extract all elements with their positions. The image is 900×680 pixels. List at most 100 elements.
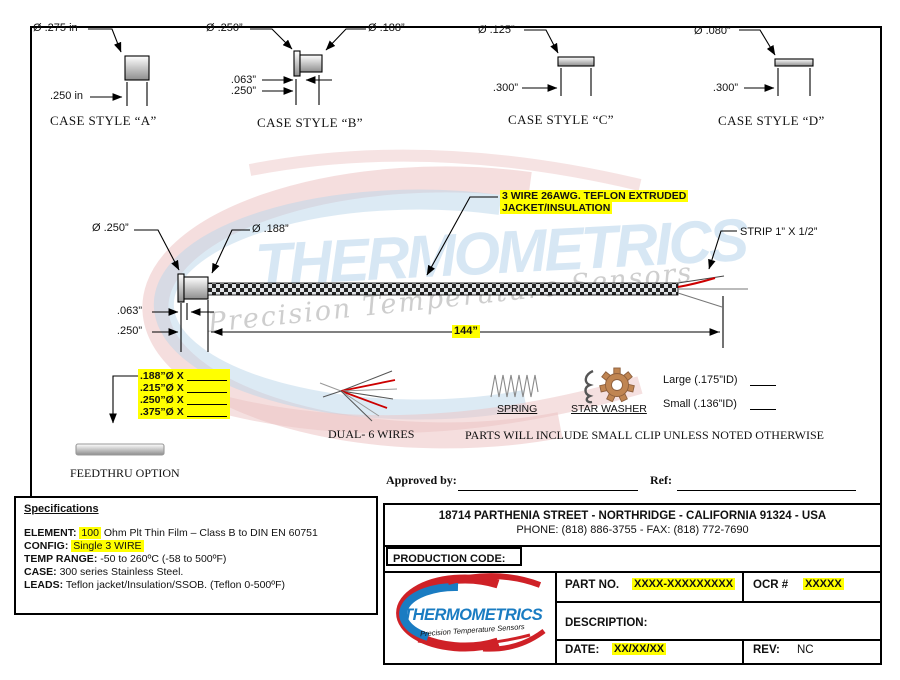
case-b-dia2-label: Ø .188” (368, 22, 405, 34)
dual-wires-label: DUAL- 6 WIRES (328, 427, 415, 441)
ocr-value: XXXXX (803, 578, 844, 590)
feedthru-blank (186, 404, 227, 405)
case-a-len-label: .250 in (50, 90, 84, 102)
case-c-dia-label: Ø .125” (478, 24, 515, 36)
approved-by-label: Approved by: (386, 473, 457, 487)
case-a-caption: CASE STYLE “A” (50, 113, 157, 128)
spec-case-value: 300 series Stainless Steel. (59, 566, 184, 578)
clip-note: PARTS WILL INCLUDE SMALL CLIP UNLESS NOT… (465, 428, 824, 442)
main-dim2-label: .250” (116, 325, 142, 337)
feedthru-option-row: .188”Ø X (140, 370, 228, 382)
main-probe-drawing (134, 196, 748, 352)
case-d-caption: CASE STYLE “D” (718, 113, 825, 128)
large-id-label: Large (.175”ID) (663, 374, 738, 386)
date-label: DATE: (565, 644, 600, 656)
production-code-row: PRODUCTION CODE: (385, 545, 880, 573)
frame-top-border (30, 26, 882, 28)
braided-cable (207, 282, 679, 296)
case-a-drawing (88, 28, 150, 106)
star-washer-label: STAR WASHER (571, 403, 647, 415)
spec-leads-label: LEADS: (24, 579, 64, 591)
feedthru-blank (186, 416, 227, 417)
spec-leads-row: LEADS: Teflon jacket/Insulation/SSOB. (T… (24, 579, 285, 591)
specifications-heading: Specifications (24, 503, 99, 515)
small-id-label: Small (.136”ID) (663, 398, 737, 410)
part-no-row: PART NO. XXXX-XXXXXXXXX OCR # XXXXX (557, 571, 880, 603)
spec-config-label: CONFIG: (24, 540, 69, 552)
wire-note-line1: 3 WIRE 26AWG. TEFLON EXTRUDED (500, 190, 689, 202)
wire-note-line2: JACKET/INSULATION (500, 202, 613, 214)
spec-element-row: ELEMENT: 100 Ohm Plt Thin Film – Class B… (24, 527, 318, 539)
spec-element-highlight: 100 (79, 527, 101, 539)
spec-temp-row: TEMP RANGE: -50 to 260ºC (-58 to 500ºF) (24, 553, 226, 565)
address-line: 18714 PARTHENIA STREET - NORTHRIDGE - CA… (438, 510, 827, 522)
ref-blank (677, 477, 856, 491)
strip-label: STRIP 1” X 1/2” (740, 226, 818, 238)
part-ocr-divider (742, 571, 744, 601)
large-id-blank (750, 374, 776, 386)
feedthru-option-label: .375”Ø X (140, 406, 184, 418)
feedthru-drawing (75, 375, 165, 456)
case-c-len-label: .300” (492, 82, 518, 94)
spec-leads-value: Teflon jacket/Insulation/SSOB. (Teflon 0… (65, 579, 286, 591)
feedthru-option-row: .375”Ø X (140, 406, 228, 418)
case-b-dim1-label: .063” (230, 74, 256, 86)
spec-temp-value: -50 to 260ºC (-58 to 500ºF) (100, 553, 227, 565)
feedthru-option-label: .188”Ø X (140, 370, 184, 382)
logo-brand-text: THERMOMETRICS (403, 606, 543, 624)
case-b-dia-label: Ø .250” (206, 22, 243, 34)
phone-line: PHONE: (818) 886-3755 - FAX: (818) 772-7… (516, 524, 749, 536)
title-block-right: PART NO. XXXX-XXXXXXXXX OCR # XXXXX DESC… (557, 571, 880, 663)
case-b-caption: CASE STYLE “B” (257, 115, 363, 130)
description-label: DESCRIPTION: (565, 617, 648, 629)
feedthru-option-label: .250”Ø X (140, 394, 184, 406)
feedthru-option-label: .215”Ø X (140, 382, 184, 394)
main-dia-big-label: Ø .250” (92, 222, 129, 234)
rev-value: NC (797, 644, 814, 656)
ref-label: Ref: (650, 473, 672, 487)
spec-config-row: CONFIG: Single 3 WIRE (24, 540, 144, 552)
case-d-drawing (739, 29, 814, 96)
production-code-cell: PRODUCTION CODE: (386, 547, 522, 566)
case-c-caption: CASE STYLE “C” (508, 112, 614, 127)
feedthru-blank (186, 380, 227, 381)
case-c-drawing (522, 29, 595, 96)
logo-tagline-text: Precision Temperature Sensors (420, 622, 525, 638)
spec-temp-label: TEMP RANGE: (24, 553, 98, 565)
spec-element-label: ELEMENT: (24, 527, 77, 539)
rev-label: REV: (753, 644, 780, 656)
feedthru-caption: FEEDTHRU OPTION (70, 466, 180, 480)
spec-element-rest: Ohm Plt Thin Film – Class B to DIN EN 60… (103, 527, 318, 539)
star-washer-icon (599, 367, 635, 403)
part-no-label: PART NO. (565, 579, 620, 591)
spec-case-label: CASE: (24, 566, 57, 578)
spec-config-highlight: Single 3 WIRE (71, 540, 144, 552)
main-dim1-label: .063” (116, 305, 142, 317)
title-block: 18714 PARTHENIA STREET - NORTHRIDGE - CA… (383, 503, 882, 665)
specifications-box (14, 496, 378, 615)
thermometrics-logo: THERMOMETRICS Precision Temperature Sens… (396, 573, 546, 652)
clip-icon (584, 369, 594, 404)
date-rev-row: DATE: XX/XX/XX REV: NC (557, 639, 880, 663)
part-no-value: XXXX-XXXXXXXXX (632, 578, 736, 590)
wire-note: 3 WIRE 26AWG. TEFLON EXTRUDED JACKET/INS… (500, 190, 689, 214)
approved-by-blank (458, 477, 638, 491)
case-d-dia-label: Ø .080” (694, 25, 731, 37)
address-row: 18714 PARTHENIA STREET - NORTHRIDGE - CA… (385, 505, 880, 547)
spec-case-row: CASE: 300 series Stainless Steel. (24, 566, 183, 578)
date-rev-divider (742, 639, 744, 663)
feedthru-option-row: .215”Ø X (140, 382, 228, 394)
case-a-dia-label: Ø .275 in (33, 22, 78, 34)
title-block-lower: THERMOMETRICS Precision Temperature Sens… (385, 571, 880, 663)
frame-right-border (880, 26, 882, 665)
case-d-len-label: .300” (712, 82, 738, 94)
feedthru-options-box: .188”Ø X .215”Ø X .250”Ø X .375”Ø X (138, 369, 230, 419)
description-row: DESCRIPTION: (557, 601, 880, 641)
frame-left-border (30, 26, 32, 498)
production-code-label: PRODUCTION CODE: (393, 553, 506, 565)
spring-icon (490, 374, 539, 398)
